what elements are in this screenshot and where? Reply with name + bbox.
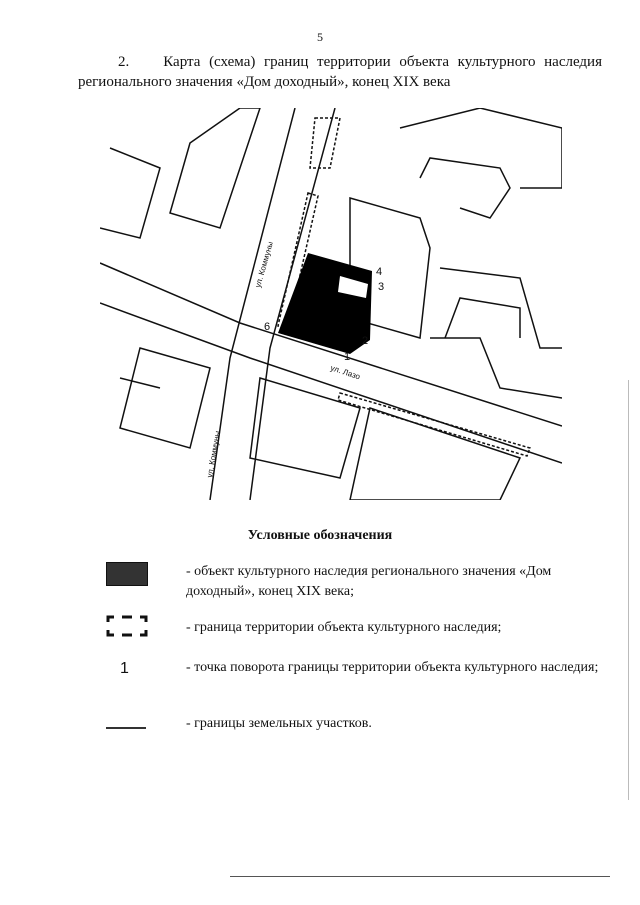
scan-edge xyxy=(628,380,629,800)
building xyxy=(349,407,522,500)
building xyxy=(119,377,161,389)
section-number: 2. xyxy=(118,54,130,70)
street-edge xyxy=(100,302,562,464)
legend-item-object: - объект культурного наследия региональн… xyxy=(186,564,552,599)
building xyxy=(119,347,211,449)
building xyxy=(100,147,161,239)
point-4: 4 xyxy=(376,266,382,278)
page-number: 5 xyxy=(317,30,323,44)
building xyxy=(249,377,361,479)
legend-title: Условные обозначения xyxy=(247,528,393,543)
legend-point-symbol: 1 xyxy=(120,660,129,677)
street-edge xyxy=(209,108,296,500)
legend-item-point: - точка поворота границы территории объе… xyxy=(186,660,599,675)
divider xyxy=(230,876,610,877)
building xyxy=(444,297,521,339)
heading-line-1: Карта (схема) границ территории объекта … xyxy=(163,54,602,70)
legend-boundary-symbol xyxy=(106,615,148,637)
building xyxy=(309,117,341,169)
street-label: ул. Коммуны xyxy=(205,430,222,478)
street-edge xyxy=(100,262,562,427)
legend-item-boundary: - граница территории объекта культурного… xyxy=(186,620,502,635)
inner-courtyard xyxy=(338,276,368,298)
legend-parcel-line-symbol xyxy=(106,727,146,729)
building xyxy=(439,267,562,349)
legend-object-symbol xyxy=(106,562,148,586)
street-label: ул. Коммуны xyxy=(253,240,275,288)
point-3: 3 xyxy=(378,281,384,293)
street-edge xyxy=(249,108,336,500)
heading-line-2: регионального значения «Дом доходный», к… xyxy=(78,74,451,90)
cultural-heritage-object xyxy=(278,253,372,354)
building xyxy=(430,337,562,399)
section-heading: 2. Карта (схема) границ территории объект… xyxy=(78,52,602,92)
point-1: 1 xyxy=(344,351,350,363)
building xyxy=(169,108,261,229)
legend-item-parcel: - границы земельных участков. xyxy=(186,716,372,731)
boundary-map: 1 2 3 4 6 ул. Коммуны ул. Лазо ул. Комму… xyxy=(100,108,562,500)
point-6: 6 xyxy=(264,321,270,333)
street-label: ул. Лазо xyxy=(329,363,361,381)
boundary-strip xyxy=(337,392,531,457)
point-2: 2 xyxy=(362,335,368,347)
building xyxy=(419,157,511,219)
building xyxy=(399,108,562,189)
